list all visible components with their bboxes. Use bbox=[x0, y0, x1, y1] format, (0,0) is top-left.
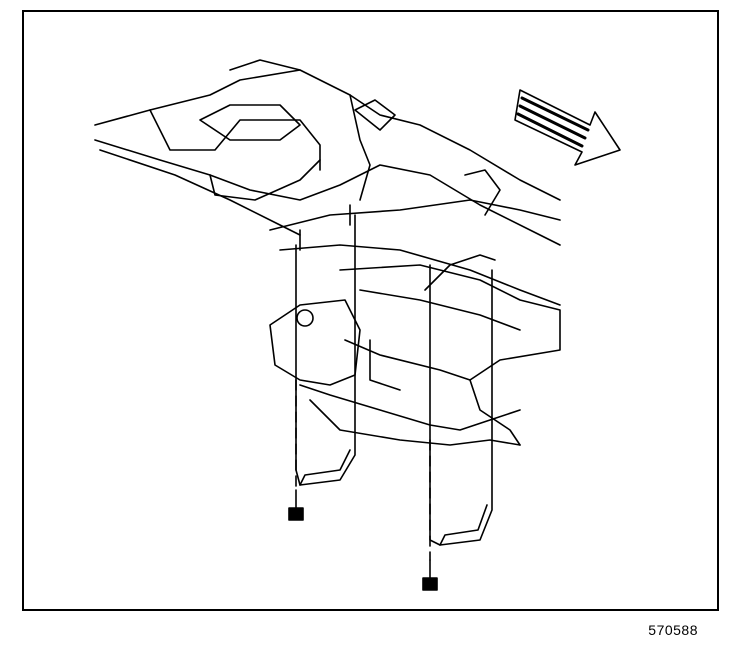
figure-number: 570588 bbox=[648, 622, 698, 638]
frame-rail-assembly bbox=[94, 59, 561, 306]
shield-strap-left bbox=[295, 214, 356, 486]
fastener-lines bbox=[295, 379, 431, 561]
forward-direction-arrow-icon bbox=[514, 89, 621, 166]
figure-frame bbox=[22, 10, 719, 611]
bolt-icon bbox=[288, 489, 304, 521]
bolt-icon bbox=[422, 559, 438, 591]
fuel-tank bbox=[269, 264, 561, 446]
shield-strap-right bbox=[424, 254, 496, 546]
